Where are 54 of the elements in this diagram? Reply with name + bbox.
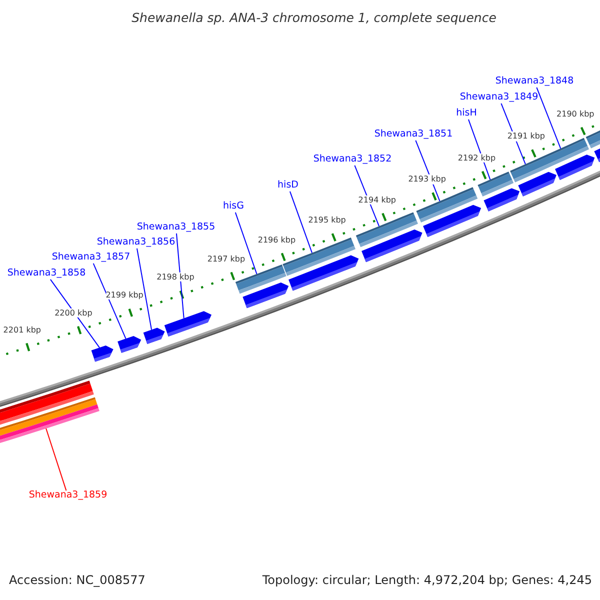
gene-label: hisD	[278, 180, 298, 192]
gene-block	[118, 336, 142, 353]
scale-label: 2195 kbp	[308, 215, 346, 225]
gene-block	[423, 204, 482, 238]
gene-block	[518, 172, 556, 196]
gene-bar	[356, 212, 418, 248]
gene-block	[91, 346, 114, 362]
leader-line	[92, 262, 126, 340]
leader-line	[136, 248, 152, 330]
gene-label: Shewana3_1849	[460, 92, 538, 104]
gene-block	[594, 148, 600, 162]
sequence-info: Topology: circular; Length: 4,972,204 bp; Genes: 4,245	[262, 574, 592, 588]
gene-bar	[478, 172, 514, 196]
gene-block	[143, 328, 165, 344]
gene-label: hisH	[456, 108, 477, 120]
scale-label: 2190 kbp	[556, 110, 594, 119]
scale-label: 2199 kbp	[106, 290, 144, 300]
gene-label: hisG	[223, 202, 244, 212]
scale-label: 2191 kbp	[507, 132, 546, 142]
gene-label: Shewana3_1855	[136, 222, 216, 234]
scale-label: 2192 kbp	[458, 154, 496, 163]
gene-bar	[416, 187, 478, 222]
gene-label: Shewana3_1852	[313, 154, 392, 166]
gene-block	[362, 230, 422, 262]
scale-label: 2194 kbp	[358, 195, 396, 205]
leader-line	[234, 212, 258, 274]
scale-label: 2197 kbp	[207, 254, 246, 264]
scale-label: 2200 kbp	[54, 308, 92, 318]
scale-label: 2196 kbp	[258, 235, 296, 244]
gene-block	[555, 154, 595, 180]
map-title: Shewanella sp. ANA-3 chromosome 1, complete sequence	[132, 10, 496, 26]
gene-label: Shewana3_1848	[495, 76, 574, 88]
gene-bar	[586, 130, 600, 148]
accession-label: Accession: NC_008577	[9, 574, 146, 588]
leader-line	[46, 428, 67, 492]
gene-label: Shewana3_1859	[28, 490, 108, 502]
gene-label: Shewana3_1858	[7, 268, 86, 280]
leader-line	[289, 190, 312, 254]
gene-block	[484, 188, 520, 212]
leader-line	[50, 278, 100, 348]
gene-bar	[282, 238, 356, 276]
gene-block	[288, 255, 359, 291]
scale-label: 2193 kbp	[408, 174, 446, 184]
leader-line	[468, 118, 491, 180]
scale-label: 2201 kbp	[3, 324, 41, 334]
leader-line	[176, 232, 184, 319]
gene-label: Shewana3_1856	[96, 238, 176, 248]
gene-block	[164, 311, 212, 337]
gene-bar	[235, 264, 286, 294]
gene-block	[242, 282, 289, 308]
scale-label: 2198 kbp	[156, 272, 194, 282]
gene-label: Shewana3_1857	[52, 252, 130, 264]
feature-bar	[0, 380, 100, 444]
gene-label: Shewana3_1851	[374, 130, 453, 140]
